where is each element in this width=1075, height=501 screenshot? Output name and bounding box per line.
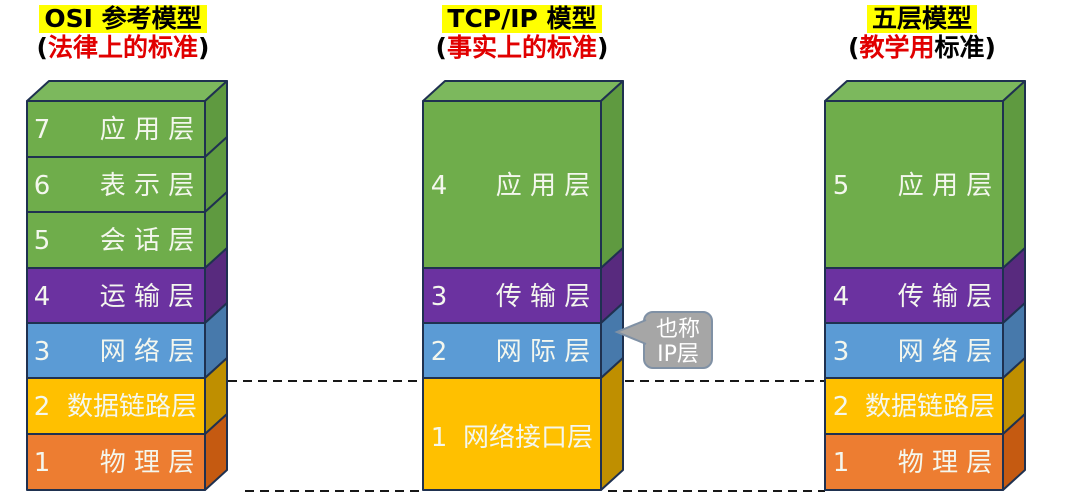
- layer-label: 数据链路层: [67, 392, 197, 422]
- osi-layer-application: [26, 100, 206, 158]
- paren-open: (: [36, 33, 48, 62]
- five-layer-network: [824, 322, 1004, 379]
- layer-number: 1: [833, 448, 850, 478]
- callout-tail: [617, 320, 646, 344]
- tcpip-heading-line: TCP/IP 模型: [409, 5, 635, 33]
- tcpip-heading: TCP/IP 模型: [442, 5, 602, 33]
- layer-label: 网络接口层: [463, 423, 593, 453]
- layer-number: 4: [431, 171, 448, 201]
- layer-number: 3: [34, 337, 51, 367]
- osi-layer-presentation: [26, 156, 206, 213]
- tcpip-top-face: [422, 80, 624, 102]
- layer-label: 网 络 层: [100, 337, 195, 367]
- osi-subtitle: (法律上的标准): [10, 34, 236, 62]
- osi-stack: 7 应 用 层 6 表 示 层 5 会 话 层 4 运 输 层 3 网 络 层 …: [26, 80, 228, 491]
- layer-number: 1: [431, 423, 448, 453]
- paren-close: ): [984, 33, 996, 62]
- layer-number: 4: [34, 282, 51, 312]
- paren-close: ): [597, 33, 609, 62]
- osi-layer-physical: [26, 433, 206, 491]
- callout-tail-outline: [614, 319, 647, 345]
- layer-label: 应 用 层: [496, 171, 591, 201]
- layer-label: 应 用 层: [100, 115, 195, 145]
- five-layer-transport: [824, 267, 1004, 324]
- layer-label: 会 话 层: [100, 226, 195, 256]
- five-layer-stack: 5 应 用 层 4 传 输 层 3 网 络 层 2 数据链路层 1 物 理 层: [824, 80, 1026, 491]
- callout-line1: 也称: [656, 317, 700, 342]
- layer-label: 表 示 层: [100, 171, 195, 201]
- osi-subtitle-red: 法律上的标准: [47, 33, 198, 62]
- layer-number: 2: [431, 337, 448, 367]
- five-layer-subtitle: (教学用标准): [809, 34, 1035, 62]
- layer-number: 2: [34, 392, 51, 422]
- layer-label: 传 输 层: [898, 282, 993, 312]
- tcpip-layer-transport: [422, 267, 602, 324]
- tcpip-layer-netaccess: [422, 377, 602, 491]
- layer-label: 运 输 层: [100, 282, 195, 312]
- osi-layer-session: [26, 211, 206, 269]
- paren-open: (: [848, 33, 860, 62]
- tcpip-subtitle-red: 事实上的标准: [446, 33, 597, 62]
- five-layer-subtitle-black: 标准: [934, 33, 985, 62]
- layer-number: 2: [833, 392, 850, 422]
- tcpip-side-application: [600, 80, 624, 269]
- ip-layer-callout: 也称 IP层: [614, 311, 713, 369]
- layer-number: 5: [34, 226, 51, 256]
- tcpip-title-block: TCP/IP 模型 (事实上的标准): [409, 5, 635, 62]
- layer-label: 网 际 层: [496, 337, 591, 367]
- paren-close: ): [198, 33, 210, 62]
- callout-line2: IP层: [657, 342, 699, 367]
- five-layer-title-block: 五层模型 (教学用标准): [809, 5, 1035, 62]
- layer-number: 6: [34, 171, 51, 201]
- dashed-alignment-lines: [228, 380, 825, 492]
- layer-number: 3: [833, 337, 850, 367]
- five-top-face: [824, 80, 1026, 102]
- five-side-application: [1002, 80, 1026, 269]
- five-layer-subtitle-red: 教学用: [859, 33, 935, 62]
- tcpip-layer-internet: [422, 322, 602, 379]
- tcpip-stack: 4 应 用 层 3 传 输 层 2 网 际 层 1 网络接口层: [422, 80, 624, 491]
- layer-label: 传 输 层: [496, 282, 591, 312]
- layer-label: 数据链路层: [865, 392, 995, 422]
- osi-heading: OSI 参考模型: [39, 5, 207, 33]
- five-layer-application: [824, 100, 1004, 269]
- tcpip-side-netaccess: [600, 357, 624, 491]
- osi-top-face: [26, 80, 228, 102]
- layer-number: 4: [833, 282, 850, 312]
- paren-open: (: [435, 33, 447, 62]
- tcpip-layer-application: [422, 100, 602, 269]
- layer-label: 物 理 层: [100, 448, 195, 478]
- tcpip-subtitle: (事实上的标准): [409, 34, 635, 62]
- five-layer-heading-line: 五层模型: [809, 5, 1035, 33]
- layer-number: 5: [833, 171, 850, 201]
- layer-label: 应 用 层: [898, 171, 993, 201]
- layer-number: 3: [431, 282, 448, 312]
- five-layer-physical: [824, 433, 1004, 491]
- osi-layer-datalink: [26, 377, 206, 435]
- layer-label: 物 理 层: [898, 448, 993, 478]
- osi-heading-line: OSI 参考模型: [10, 5, 236, 33]
- layer-number: 7: [34, 115, 51, 145]
- layer-number: 1: [34, 448, 51, 478]
- five-layer-heading: 五层模型: [866, 5, 977, 33]
- osi-title-block: OSI 参考模型 (法律上的标准): [10, 5, 236, 62]
- layer-label: 网 络 层: [898, 337, 993, 367]
